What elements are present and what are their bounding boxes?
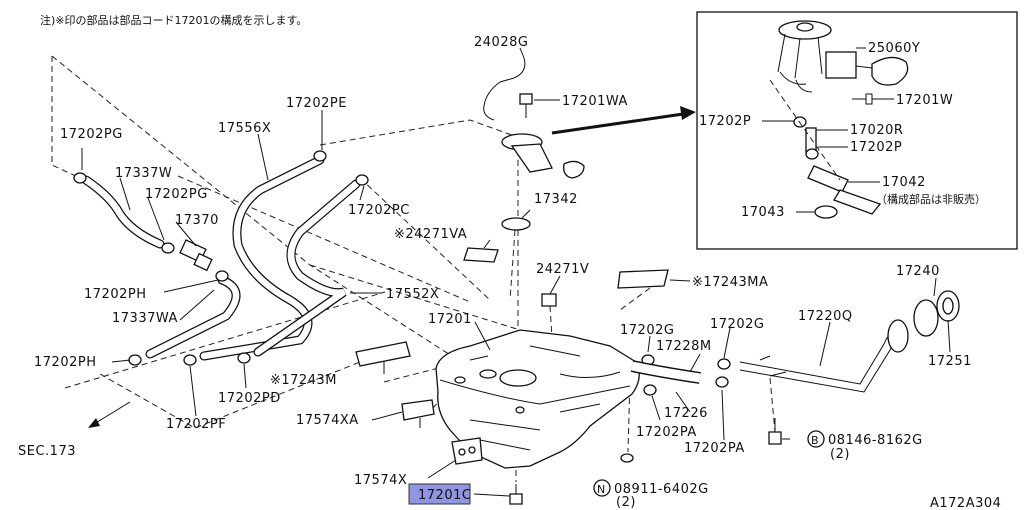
label-17202P-lower: 17202P [850,140,902,155]
arrow-to-inset [551,111,691,135]
label-17202PD: 17202PD [218,391,281,406]
label-17202PH-upper: 17202PH [84,287,146,302]
label-17342: 17342 [534,192,578,207]
label-08146-qty: (2) [830,447,850,462]
label-17202PA-right: 17202PA [684,441,745,456]
label-17202G-left: 17202G [620,323,674,338]
label-25060Y: 25060Y [868,41,920,56]
label-08911-qty: (2) [616,495,636,510]
highlight-17201C[interactable] [408,483,471,505]
nut-n-marker [593,479,611,497]
label-17043: 17043 [741,205,785,220]
label-08911-prefix: N [597,483,605,496]
label-17020R: 17020R [850,123,903,138]
tank-straps [401,399,483,465]
label-17202P-upper: 17202P [699,114,751,129]
label-17552X: 17552X [386,287,439,302]
label-17202PH-lower: 17202PH [34,355,96,370]
bolt-b-marker [807,430,825,448]
part-labels: 24028G 17201WA 17202PG 17202PE 17556X 17… [18,35,1001,510]
label-17201C[interactable]: 17201C [418,488,471,503]
figure-id: A172A304 [930,496,1001,510]
label-17574X: 17574X [354,473,407,488]
pad-24271V [541,293,557,307]
mounting-bolts [419,418,782,505]
label-17201WA: 17201WA [562,94,628,109]
label-sec173: SEC.173 [18,444,76,459]
guide-lines [51,55,776,482]
gasket-17342 [501,217,531,231]
harness-24028G [483,57,526,121]
label-17574XA: 17574XA [296,413,359,428]
label-17201: 17201 [428,312,472,327]
label-17202PC: 17202PC [348,203,410,218]
fuel-pump-assembly-drawing [769,20,909,219]
label-17202PG-top: 17202PG [60,127,123,142]
fuel-tank-17201 [435,329,640,469]
label-08911: 08911-6402G [614,482,709,497]
arrow-head-icon [88,418,100,428]
header-note: 注)※印の部品は部品コード17201の構成を示します。 [40,13,307,27]
filler-assembly [630,290,960,393]
label-17202PE: 17202PE [286,96,347,111]
pad-17243M [355,341,411,367]
label-17202PF: 17202PF [166,417,226,432]
valve-17370 [179,239,213,272]
hose-clamps [73,150,731,396]
label-17042: 17042 [882,175,926,190]
breather-hoses [81,155,361,361]
label-08146-prefix: B [811,434,819,447]
arrow-head-icon [680,106,696,120]
label-17226: 17226 [664,406,708,421]
pad-24271VA [463,247,499,263]
label-17243MA: ※17243MA [692,275,768,290]
label-17201W: 17201W [896,93,953,108]
label-24028G: 24028G [474,35,528,50]
label-17251: 17251 [928,354,972,369]
fuel-pump-unit [501,133,585,179]
label-17202PA-left: 17202PA [636,425,697,440]
label-17042-note: （構成部品は非販売） [876,192,986,206]
label-24271V: 24271V [536,262,589,277]
label-17202PG: 17202PG [145,187,208,202]
pump-inset: 25060Y 17201W 17202P 17020R 17202P 17042… [696,11,1018,250]
label-17243M: ※17243M [270,373,337,388]
label-17202G-right: 17202G [710,317,764,332]
label-17337WA: 17337WA [112,311,178,326]
label-17337W: 17337W [115,166,172,181]
screw-17201WA [519,93,533,118]
label-08146: 08146-8162G [828,433,923,448]
label-17556X: 17556X [218,121,271,136]
sec-arrow [93,401,131,425]
label-17240: 17240 [896,264,940,279]
label-17370: 17370 [175,213,219,228]
inset-frame [696,11,1018,250]
pad-17243MA [617,269,669,289]
label-17228M: 17228M [656,339,712,354]
label-17220Q: 17220Q [798,309,853,324]
label-24271VA: ※24271VA [394,227,467,242]
leader-lines [81,47,951,497]
